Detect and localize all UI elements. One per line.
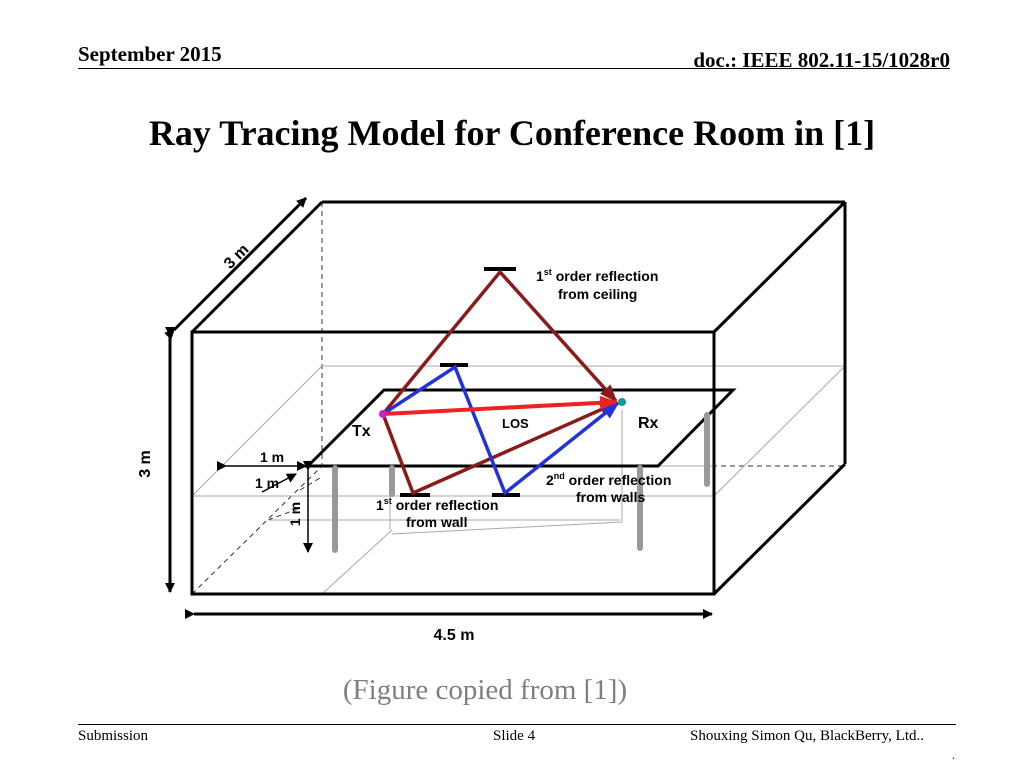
wall-reflection-label-line2: from wall [406, 514, 467, 530]
rx-label: Rx [638, 415, 659, 432]
tx-offset-y-arrow [261, 473, 297, 493]
footer-author: Shouxing Simon Qu, BlackBerry, Ltd.. [690, 728, 925, 744]
wall-reflection-label: 1st order reflection [376, 496, 498, 513]
ray-ceiling-reflection [381, 269, 618, 416]
header-date: September 2015 [78, 42, 222, 66]
walls-reflection-label-line2: from walls [576, 489, 645, 505]
los-label: LOS [502, 416, 529, 431]
tx-height-label: 1 m [287, 502, 303, 526]
tx-offset-x-label: 1 m [260, 449, 284, 465]
ray-second-order-walls [382, 364, 620, 496]
tx-offset-y-label: 1 m [255, 475, 279, 491]
walls-reflection-label: 2nd order reflection [546, 471, 671, 488]
figure-caption: (Figure copied from [1]) [342, 674, 628, 706]
reflector-marks [400, 267, 520, 497]
ceiling-reflection-label-line2: from ceiling [558, 286, 637, 302]
ceiling-reflection-label: 1st order reflection [536, 267, 658, 284]
depth-dimension-arrow [164, 196, 308, 340]
header-rule [78, 68, 950, 69]
rx-marker [618, 398, 626, 406]
tx-marker [379, 410, 387, 418]
footer-slide-number: Slide 4 [493, 728, 536, 744]
ray-los [382, 395, 618, 416]
ray-wall-reflection [381, 401, 618, 496]
slide-title: Ray Tracing Model for Conference Room in… [148, 113, 876, 153]
depth-label: 3 m [221, 241, 253, 273]
tx-label: Tx [352, 423, 371, 440]
width-label: 4.5 m [434, 627, 475, 644]
footer-rule [78, 724, 956, 725]
footer-submission: Submission [78, 728, 149, 744]
footer-trailing-mark: . [952, 748, 955, 762]
height-label: 3 m [137, 450, 154, 478]
table-legs [332, 412, 710, 553]
